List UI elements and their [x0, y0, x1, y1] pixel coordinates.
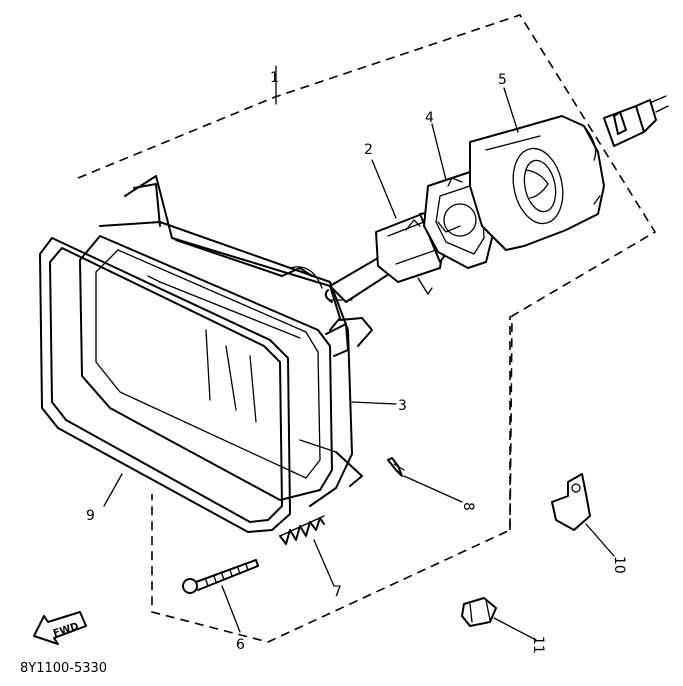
callout-6: 6: [236, 637, 245, 653]
callout-4: 4: [425, 110, 434, 126]
callout-2: 2: [364, 142, 373, 158]
assembly-boundary: [77, 14, 657, 643]
adjusting-screw: [182, 559, 259, 594]
headlight-lens: [79, 235, 333, 501]
callout-7: 7: [333, 584, 342, 600]
callout-8: 8: [460, 502, 476, 511]
diagram-code: 8Y1100-5330: [20, 661, 107, 676]
callout-1: 1: [270, 70, 279, 86]
adjusting-spring: [279, 515, 325, 545]
callout-11: 11: [530, 636, 546, 654]
wire-clamp: [551, 473, 591, 531]
leader-lines: [103, 87, 615, 641]
rubber-cover: [469, 115, 605, 251]
callout-9: 9: [86, 508, 95, 524]
callout-5: 5: [498, 72, 507, 88]
wiring-connector: [603, 95, 669, 147]
headlight-rim: [39, 237, 291, 533]
wire-clip: [461, 597, 497, 627]
callout-10: 10: [611, 556, 627, 574]
spring-clip: [387, 457, 405, 477]
headlight-housing: [99, 175, 373, 507]
callout-3: 3: [398, 398, 407, 414]
forward-arrow-icon: FWD: [33, 611, 87, 645]
